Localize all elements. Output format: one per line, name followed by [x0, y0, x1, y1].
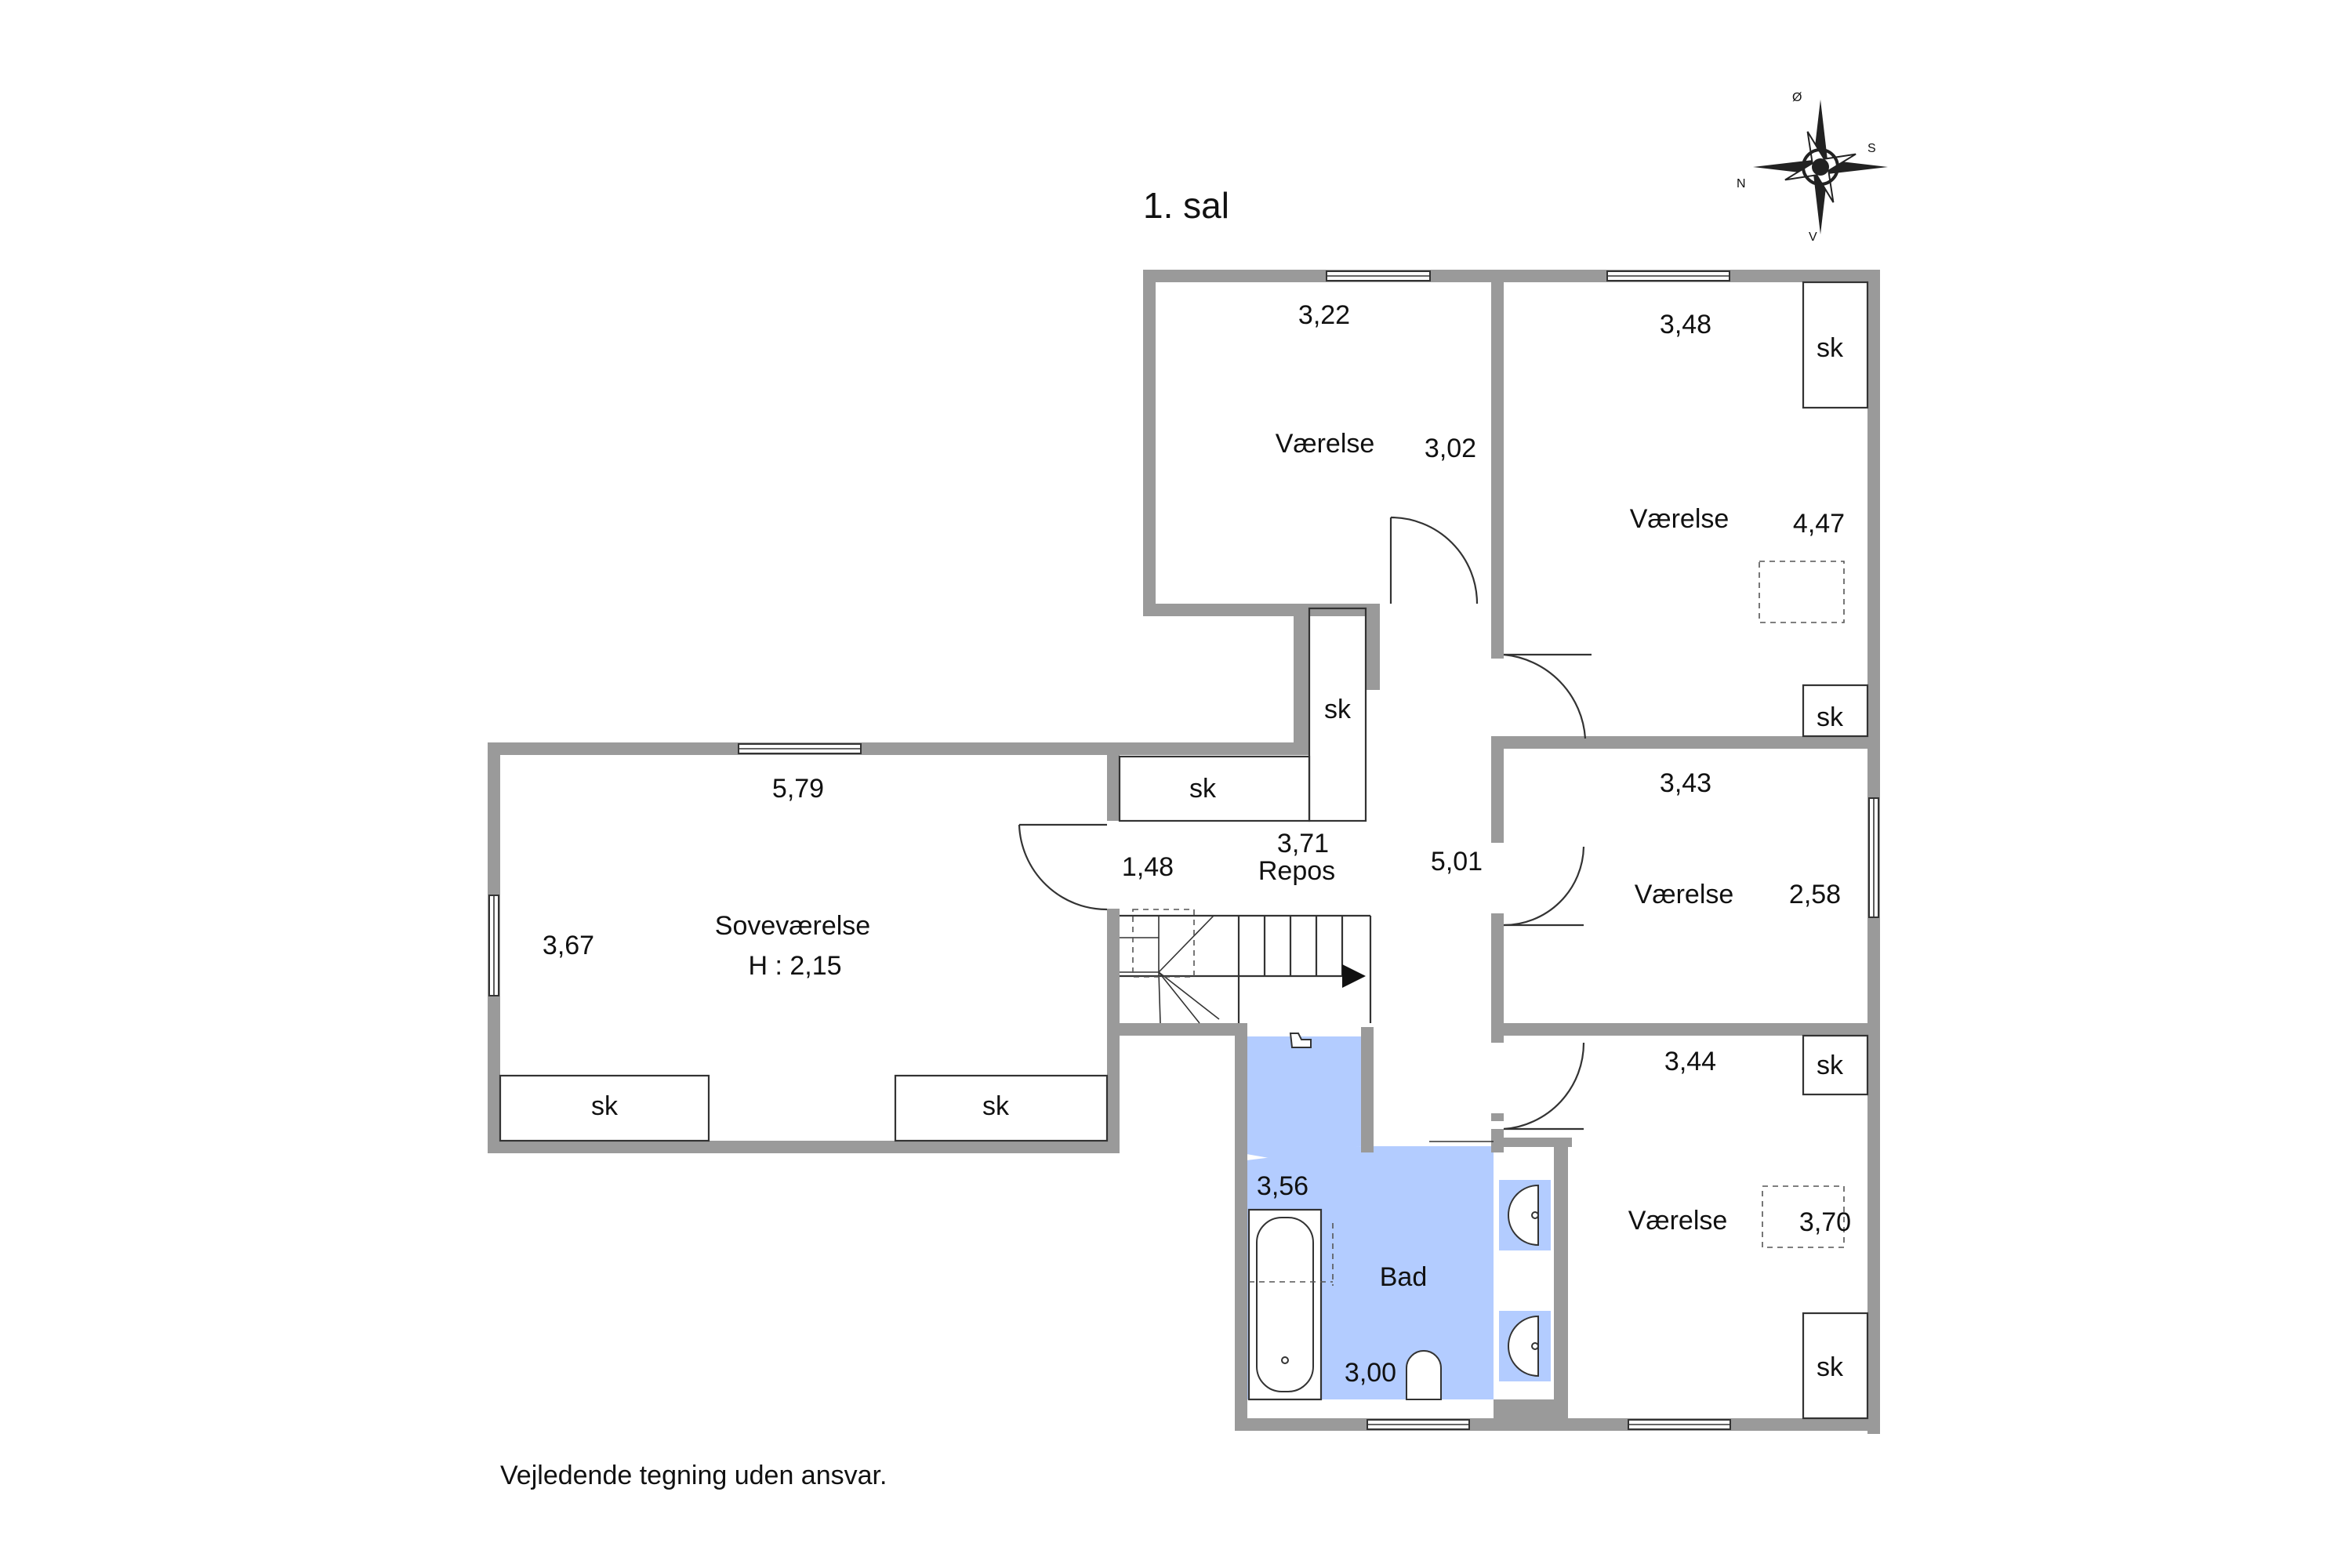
- room-width: 3,48: [1660, 310, 1711, 339]
- closet-labels: sk sk sk sk sk sk sk sk: [591, 333, 1844, 1382]
- room-name: Værelse: [1628, 1206, 1728, 1236]
- bathroom-fixtures: [1247, 1033, 1551, 1401]
- closet-se-top: [1802, 1034, 1869, 1096]
- room-vaerelse-e: Værelse 3,43 2,58: [1635, 768, 1841, 909]
- tap-icon: [1289, 1033, 1312, 1048]
- room-width: 3,22: [1298, 300, 1350, 330]
- room-width: 3,43: [1660, 768, 1711, 798]
- room-width: 3,44: [1664, 1047, 1716, 1076]
- compass-west-label: V: [1809, 230, 1817, 244]
- room-name: Værelse: [1276, 429, 1375, 459]
- closet-label: sk: [591, 1091, 619, 1121]
- room-depth: 2,58: [1789, 880, 1841, 909]
- stair-arrow-icon: [1342, 964, 1366, 988]
- compass-rose-icon: Ø S N V: [1737, 91, 1888, 244]
- closet-label: sk: [1817, 1051, 1844, 1080]
- staircase: [1120, 909, 1372, 1024]
- room-vaerelse-se: Værelse 3,44 3,70: [1628, 1047, 1851, 1237]
- room-name: Bad: [1380, 1262, 1428, 1292]
- toilet-icon: [1406, 1350, 1442, 1400]
- room-bad: Bad 3,00 3,56: [1257, 1171, 1427, 1388]
- windows: [488, 270, 1879, 1430]
- compass-north-label: N: [1737, 177, 1746, 191]
- room-depth: 5,01: [1431, 847, 1483, 877]
- room-name: Repos: [1258, 856, 1335, 886]
- room-name: Værelse: [1635, 880, 1734, 909]
- sink-icon: [1499, 1311, 1551, 1381]
- room-width: 3,00: [1345, 1358, 1396, 1388]
- closet-label: sk: [1817, 333, 1844, 363]
- room-depth: 3,02: [1425, 434, 1476, 463]
- room-depth: 3,67: [543, 931, 594, 960]
- closet-label: sk: [1817, 702, 1844, 732]
- closet-hall-horizontal: [1118, 755, 1311, 822]
- walls: [488, 270, 1880, 1434]
- closet-label: sk: [982, 1091, 1010, 1121]
- compass-south-label: S: [1867, 142, 1876, 155]
- compass-east-label: Ø: [1792, 91, 1802, 104]
- room-depth: 3,56: [1257, 1171, 1308, 1201]
- closet-se-bottom: [1802, 1312, 1869, 1420]
- room-width: 5,79: [772, 774, 824, 804]
- room-depth: 4,47: [1793, 509, 1845, 539]
- closet-ne-bottom: [1802, 684, 1869, 738]
- room-sovevaerelse: Soveværelse H : 2,15 5,79 3,67: [543, 774, 870, 981]
- room-depth: 3,70: [1799, 1207, 1851, 1237]
- floor-title: 1. sal: [1143, 185, 1229, 226]
- room-height: H : 2,15: [748, 951, 841, 981]
- skylights: [1759, 561, 1845, 1248]
- doors: [1018, 516, 1592, 1142]
- room-width: 3,71: [1277, 829, 1329, 858]
- sink-icon: [1499, 1180, 1551, 1250]
- room-name: Værelse: [1630, 504, 1730, 534]
- room-vaerelse-ne: Værelse 3,48 4,47: [1630, 310, 1845, 539]
- closet-label: sk: [1189, 774, 1217, 804]
- disclaimer: Vejledende tegning uden ansvar.: [500, 1461, 887, 1490]
- closet-bed-left: [499, 1074, 710, 1142]
- room-vaerelse-nw: Værelse 3,22 3,02: [1276, 300, 1476, 463]
- closets: [499, 281, 1869, 1420]
- closet-bed-right: [894, 1074, 1109, 1142]
- room-name: Soveværelse: [715, 911, 870, 941]
- closet-hall-vertical: [1308, 607, 1367, 822]
- room-repos: Repos 3,71 5,01 1,48: [1122, 829, 1483, 886]
- closet-label: sk: [1817, 1352, 1844, 1382]
- closet-label: sk: [1324, 695, 1352, 724]
- closet-ne-top: [1802, 281, 1869, 409]
- room-extra-dimension: 1,48: [1122, 852, 1174, 882]
